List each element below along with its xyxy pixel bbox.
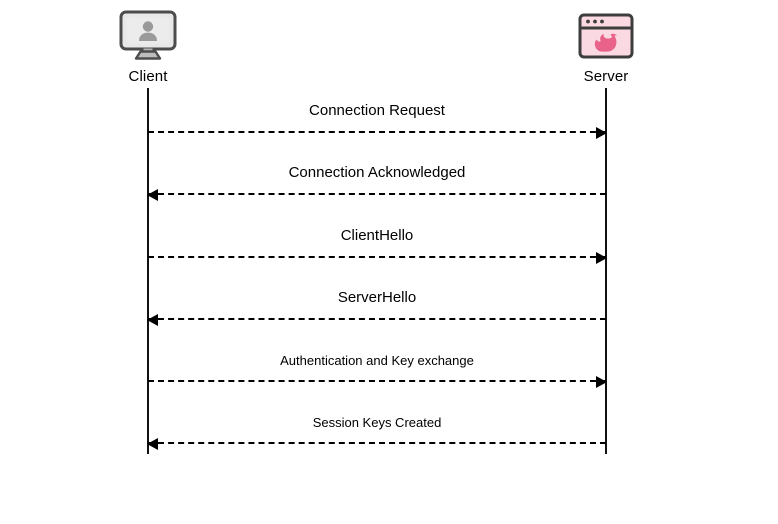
arrowhead-left-icon (147, 189, 158, 201)
arrowhead-left-icon (147, 438, 158, 450)
message-label: ClientHello (340, 227, 414, 244)
lifeline-server (605, 88, 607, 454)
arrow-line-right (148, 127, 607, 139)
actor-client[interactable]: Client (78, 10, 218, 86)
lifeline-client (147, 88, 149, 454)
arrow-line-left (147, 189, 606, 201)
arrowhead-left-icon (147, 314, 158, 326)
message-label: ServerHello (337, 289, 417, 306)
message-label: Session Keys Created (312, 415, 442, 430)
arrow-line-right (148, 252, 607, 264)
arrowhead-right-icon (596, 127, 607, 139)
arrowhead-right-icon (596, 376, 607, 388)
arrow-line-right (148, 376, 607, 388)
actor-server-label: Server (583, 68, 629, 85)
message-label: Authentication and Key exchange (280, 353, 474, 368)
monitor-user-icon (78, 10, 218, 62)
arrowhead-right-icon (596, 252, 607, 264)
actor-client-label: Client (128, 68, 168, 85)
browser-window-icon (536, 10, 676, 62)
arrow-line-left (147, 314, 606, 326)
message-label: Connection Request (309, 102, 445, 119)
actor-server[interactable]: Server (536, 10, 676, 86)
message-label: Connection Acknowledged (288, 164, 466, 181)
arrow-line-left (147, 438, 606, 450)
